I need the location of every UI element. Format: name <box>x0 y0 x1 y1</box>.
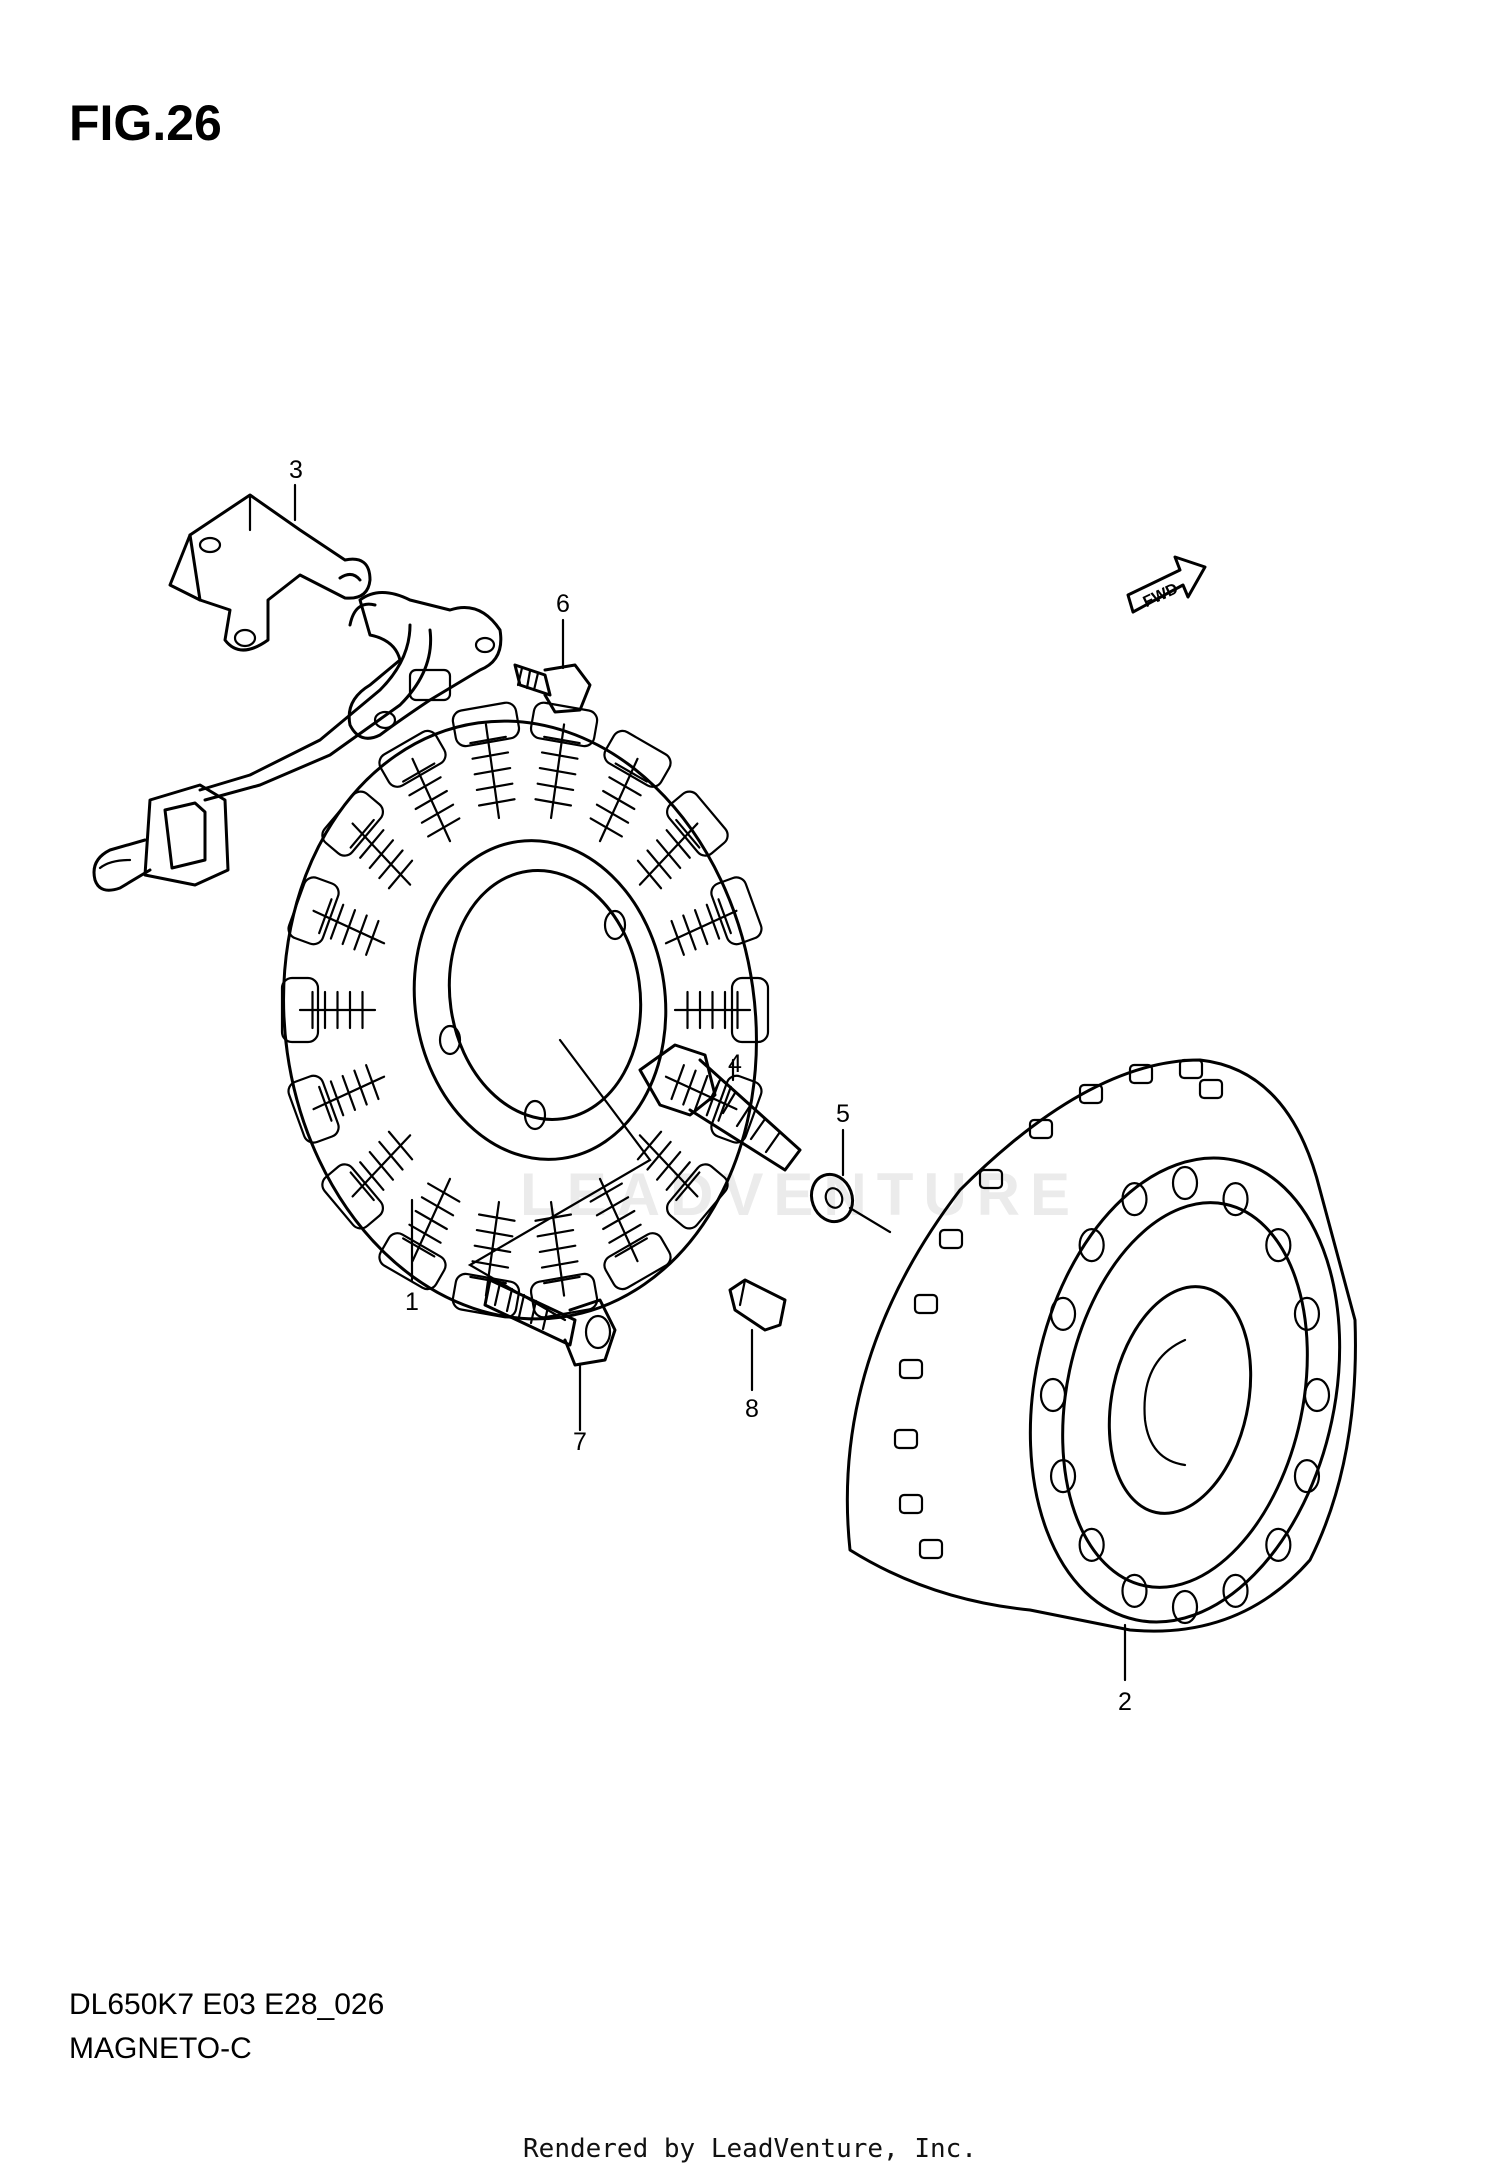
stator-pole <box>287 876 386 956</box>
model-code: DL650K7 E03 E28_026 <box>69 1988 385 2021</box>
rotor-hole <box>1171 1165 1199 1201</box>
stator-pole <box>529 701 599 820</box>
stator-pole <box>321 790 414 890</box>
rotor-slot <box>898 1358 924 1380</box>
key-icon <box>728 1278 787 1332</box>
rotor-hole <box>1078 1227 1105 1263</box>
callout-7: 7 <box>573 1428 587 1456</box>
rotor-hole <box>1265 1527 1292 1563</box>
rotor-slot <box>1128 1063 1154 1085</box>
bracket-icon <box>168 493 372 652</box>
rotor-slot <box>898 1493 924 1515</box>
rotor-hole <box>1293 1296 1321 1331</box>
rotor-hole <box>1303 1377 1331 1413</box>
callout-5: 5 <box>836 1100 850 1128</box>
rotor-slot <box>938 1228 964 1250</box>
stator-pole <box>636 790 729 890</box>
stator-bolt-icon <box>483 1278 617 1367</box>
stator-pole <box>287 1064 386 1144</box>
stator-pole <box>529 1200 599 1319</box>
stator-coil-icon <box>280 701 770 1321</box>
rotor-slot <box>1028 1118 1054 1140</box>
rotor-slot <box>1178 1058 1204 1080</box>
rotor-hole <box>1049 1459 1077 1494</box>
stator-pole <box>321 1130 414 1230</box>
leader-lines <box>293 483 1127 1682</box>
callout-3: 3 <box>289 456 303 484</box>
rotor-hole <box>1049 1296 1077 1331</box>
rotor-hole <box>1265 1227 1292 1263</box>
section-name: MAGNETO-C <box>69 2032 252 2065</box>
rotor-bolt-icon <box>638 1043 802 1172</box>
figure-title: FIG.26 <box>69 95 222 151</box>
callout-2: 2 <box>1118 1688 1132 1716</box>
callout-6: 6 <box>556 590 570 618</box>
stator-pole <box>673 976 770 1044</box>
stator-pole <box>451 1200 521 1319</box>
rotor-slot <box>1198 1078 1224 1100</box>
stator-pole <box>664 876 763 956</box>
stator-pole <box>378 729 461 843</box>
rotor-hole <box>1078 1527 1105 1563</box>
stator-pole <box>589 729 672 843</box>
render-credit: Rendered by LeadVenture, Inc. <box>523 2134 977 2164</box>
rotor-hole <box>1222 1573 1249 1608</box>
callout-4: 4 <box>728 1050 742 1078</box>
rotor-flywheel-icon <box>845 1058 1357 1633</box>
stator-pole <box>636 1130 729 1230</box>
stator-pole <box>589 1177 672 1291</box>
rotor-hole <box>1171 1589 1199 1625</box>
rotor-slot <box>978 1168 1004 1190</box>
callout-8: 8 <box>745 1395 759 1423</box>
harness-clamp-icon <box>198 591 503 802</box>
rotor-slot <box>893 1428 919 1450</box>
connector-icon <box>92 783 230 892</box>
stator-pole <box>451 701 521 820</box>
rotor-hole <box>1039 1377 1067 1413</box>
rotor-slot <box>913 1293 939 1315</box>
rotor-slot <box>918 1538 944 1560</box>
screw-icon <box>513 663 592 714</box>
rotor-slot <box>1078 1083 1104 1105</box>
washer-icon <box>809 1172 855 1224</box>
rotor-hole <box>1293 1459 1321 1494</box>
rotor-hole <box>1121 1182 1148 1217</box>
rotor-hole <box>1121 1573 1148 1608</box>
stator-pole <box>378 1177 461 1291</box>
stator-pole <box>280 976 377 1044</box>
rotor-hole <box>1222 1182 1249 1217</box>
fwd-arrow-icon: FWD <box>1126 555 1207 614</box>
callout-1: 1 <box>405 1288 419 1316</box>
